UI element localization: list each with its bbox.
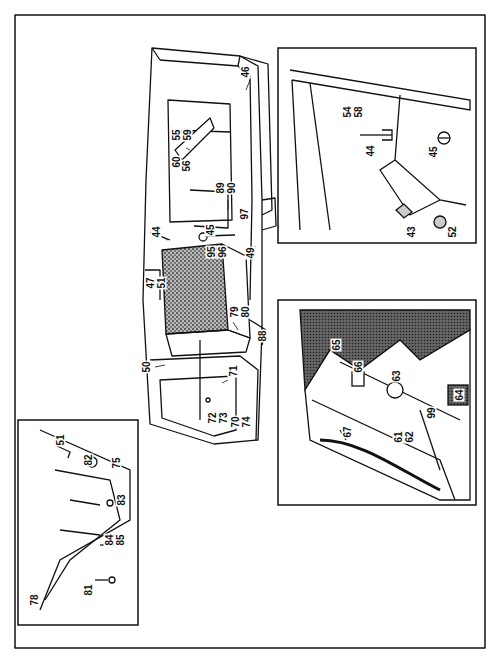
callout-number: 66 [353, 360, 364, 373]
callout-number: 80 [240, 305, 251, 318]
callout-number: 47 [145, 276, 156, 289]
callout-number: 45 [205, 223, 216, 236]
callout-number: 45 [428, 145, 439, 158]
callout-number: 65 [331, 338, 342, 351]
callout-number: 72 [207, 411, 218, 424]
callout-number: 95 [206, 245, 217, 258]
callout-number: 97 [239, 207, 250, 220]
callout-number: 79 [229, 305, 240, 318]
callout-number: 44 [151, 225, 162, 238]
callout-number: 85 [115, 533, 126, 546]
callout-number: 46 [240, 65, 251, 78]
callout-number: 58 [353, 105, 364, 118]
callout-number: 89 [215, 181, 226, 194]
callout-number: 52 [447, 225, 458, 238]
callout-number: 51 [156, 276, 167, 289]
callout-number: 74 [241, 415, 252, 428]
callout-number: 54 [342, 105, 353, 118]
callout-number: 50 [141, 360, 152, 373]
callout-number: 82 [83, 453, 94, 466]
callout-number: 75 [111, 456, 122, 469]
callout-number: 59 [182, 128, 193, 141]
callout-number: 44 [365, 144, 376, 157]
callout-number: 83 [116, 493, 127, 506]
callout-number: 84 [104, 533, 115, 546]
callout-number: 56 [181, 159, 192, 172]
callout-number: 61 [393, 430, 404, 443]
callout-number: 71 [228, 364, 239, 377]
callout-number: 99 [426, 406, 437, 419]
callout-number: 96 [217, 245, 228, 258]
callout-number: 73 [218, 411, 229, 424]
callout-number: 78 [29, 593, 40, 606]
callout-number: 43 [406, 225, 417, 238]
callout-number: 55 [171, 128, 182, 141]
callout-number: 63 [391, 369, 402, 382]
callout-number: 67 [342, 425, 353, 438]
callout-number: 51 [55, 433, 66, 446]
callout-number: 62 [404, 430, 415, 443]
callout-number: 49 [245, 246, 256, 259]
callout-number: 70 [230, 415, 241, 428]
callout-number: 88 [257, 329, 268, 342]
callout-number: 90 [226, 181, 237, 194]
callout-number: 81 [83, 583, 94, 596]
callout-number: 64 [454, 388, 465, 401]
